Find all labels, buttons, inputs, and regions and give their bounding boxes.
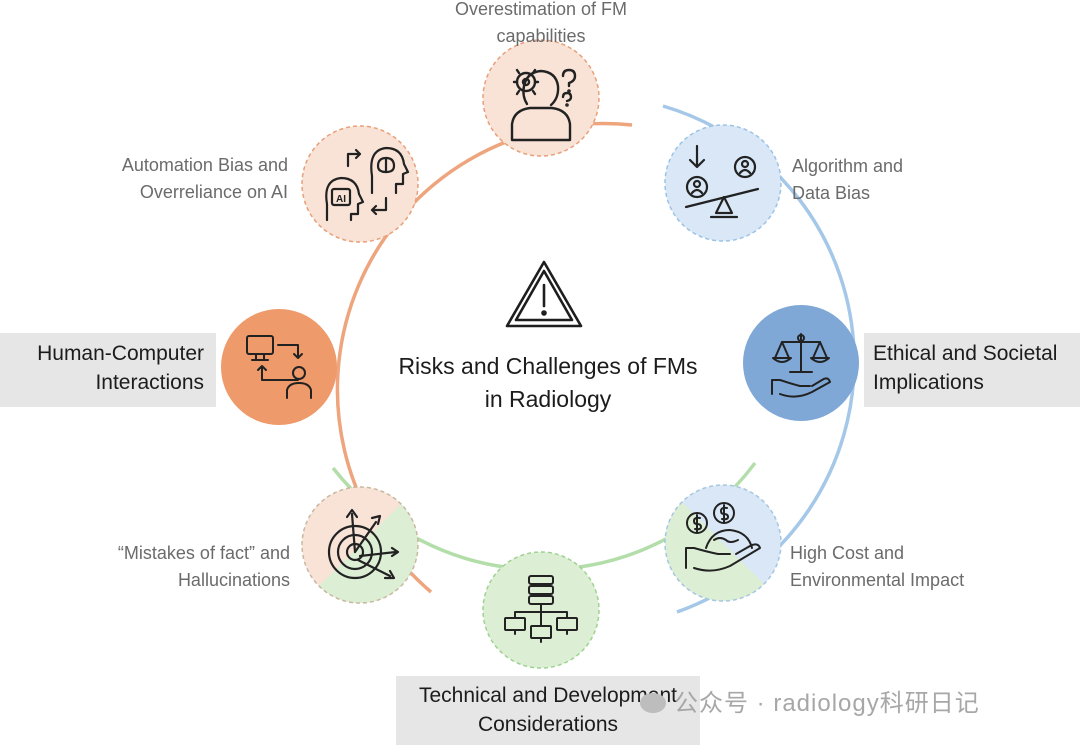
node-human-computer xyxy=(221,309,337,425)
label-mistakes: “Mistakes of fact” and Hallucinations xyxy=(117,543,290,590)
biased-seesaw-icon xyxy=(684,144,760,219)
label-algorithm-bias: Algorithm and Data Bias xyxy=(792,156,904,203)
category-technical-development: Technical and Development Considerations xyxy=(396,676,700,745)
node-automation-bias: AI xyxy=(301,125,419,243)
ai-chip-label: AI xyxy=(336,194,346,205)
title-line-1: Risks and Challenges of FMs xyxy=(398,353,698,379)
label-overestimation: Overestimation of FM capabilities xyxy=(454,0,628,46)
diagram-title: Risks and Challenges of FMs in Radiology xyxy=(360,350,736,416)
title-line-2: in Radiology xyxy=(484,386,612,412)
label-high-cost: High Cost and Environmental Impact xyxy=(790,543,965,590)
money-earth-hand-icon xyxy=(685,502,761,572)
node-ethical xyxy=(743,305,859,421)
server-network-icon xyxy=(504,575,578,643)
watermark: 公众号 · radiology科研日记 xyxy=(640,683,1060,718)
label-automation-bias: Automation Bias and Overreliance on AI xyxy=(121,155,288,202)
node-algorithm-bias xyxy=(664,124,782,242)
wechat-logo-icon xyxy=(640,693,666,713)
warning-icon xyxy=(505,260,583,328)
ai-brain-icon xyxy=(325,146,410,222)
human-computer-icon xyxy=(246,335,312,399)
node-high-cost xyxy=(664,484,782,602)
node-mistakes xyxy=(301,486,419,604)
category-human-computer: Human-Computer Interactions xyxy=(0,333,216,407)
category-ethical-societal: Ethical and Societal Implications xyxy=(864,333,1080,407)
target-arrows-icon xyxy=(327,508,400,580)
scales-justice-icon xyxy=(771,333,831,398)
watermark-text: 公众号 · radiology科研日记 xyxy=(674,690,980,717)
node-overestimation xyxy=(482,39,600,157)
node-technical xyxy=(482,551,600,669)
confused-person-icon xyxy=(510,68,577,142)
